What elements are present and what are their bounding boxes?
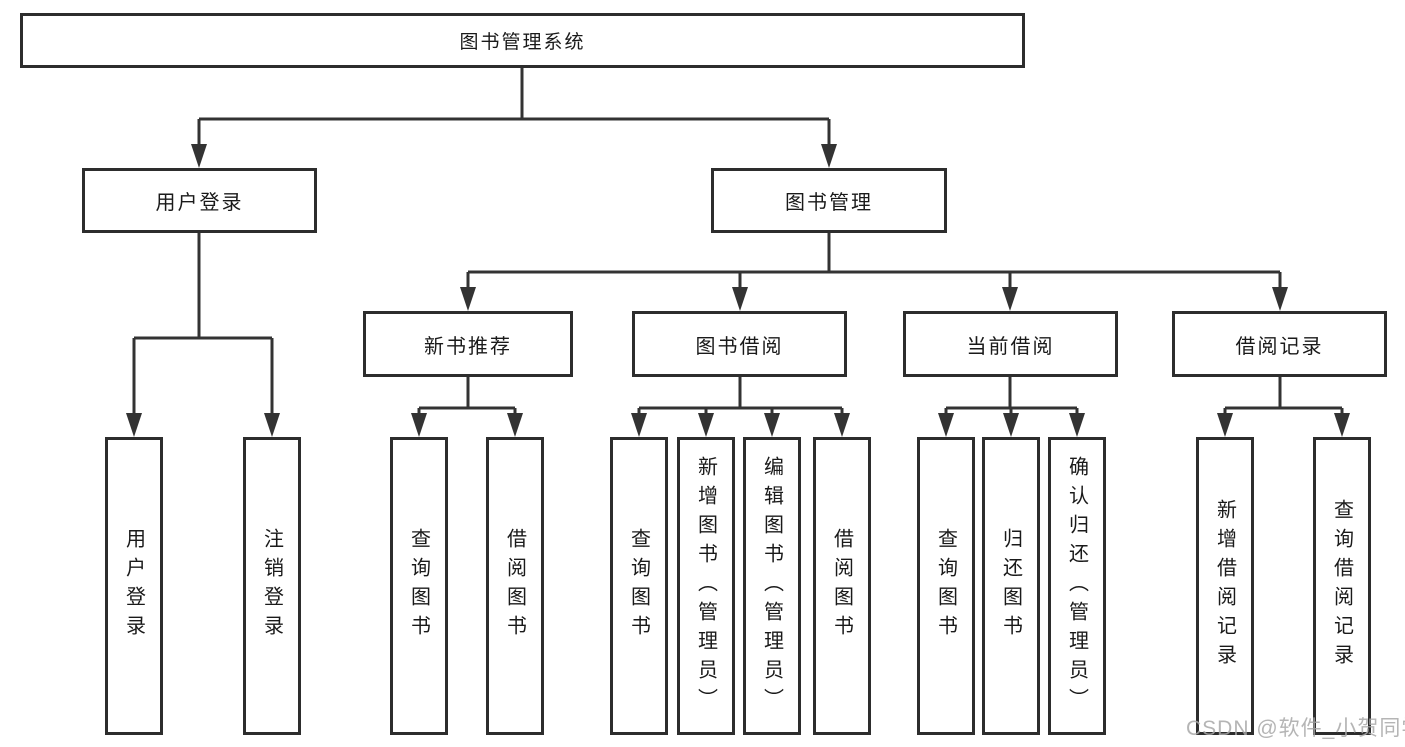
node-new-book-recommend: 新书推荐 — [363, 311, 573, 377]
arrowhead — [821, 144, 837, 168]
node-leaf-borrow-books-recommend: 借阅图书 — [486, 437, 544, 735]
arrowhead — [191, 144, 207, 168]
node-leaf-query-borrow-record: 查询借阅记录 — [1313, 437, 1371, 735]
arrowhead — [126, 413, 142, 437]
arrowhead — [732, 287, 748, 311]
node-leaf-edit-books-admin: 编辑图书（管理员） — [743, 437, 801, 735]
node-leaf-query-books-recommend: 查询图书 — [390, 437, 448, 735]
arrowhead — [764, 413, 780, 437]
node-current-borrowing: 当前借阅 — [903, 311, 1118, 377]
node-book-management: 图书管理 — [711, 168, 947, 233]
node-leaf-add-borrow-record: 新增借阅记录 — [1196, 437, 1254, 735]
node-library-management-system: 图书管理系统 — [20, 13, 1025, 68]
arrowhead — [938, 413, 954, 437]
arrowhead — [411, 413, 427, 437]
arrowhead — [1272, 287, 1288, 311]
csdn-watermark: CSDN @软件_小贺同学 — [1186, 717, 1405, 740]
arrowhead — [507, 413, 523, 437]
node-leaf-logout: 注销登录 — [243, 437, 301, 735]
arrowhead — [698, 413, 714, 437]
node-leaf-user-login: 用户登录 — [105, 437, 163, 735]
arrowhead — [1003, 413, 1019, 437]
node-leaf-borrow-books: 借阅图书 — [813, 437, 871, 735]
arrowhead — [460, 287, 476, 311]
node-leaf-add-books-admin: 新增图书（管理员） — [677, 437, 735, 735]
arrowhead — [1002, 287, 1018, 311]
arrowhead — [834, 413, 850, 437]
arrowhead — [1069, 413, 1085, 437]
arrowhead — [631, 413, 647, 437]
node-leaf-confirm-return-admin: 确认归还（管理员） — [1048, 437, 1106, 735]
arrowhead — [1217, 413, 1233, 437]
node-leaf-query-books-current: 查询图书 — [917, 437, 975, 735]
node-leaf-query-books-borrow: 查询图书 — [610, 437, 668, 735]
node-user-login: 用户登录 — [82, 168, 317, 233]
node-borrow-records: 借阅记录 — [1172, 311, 1387, 377]
node-leaf-return-books: 归还图书 — [982, 437, 1040, 735]
node-book-borrowing: 图书借阅 — [632, 311, 847, 377]
arrowhead — [264, 413, 280, 437]
arrowhead — [1334, 413, 1350, 437]
